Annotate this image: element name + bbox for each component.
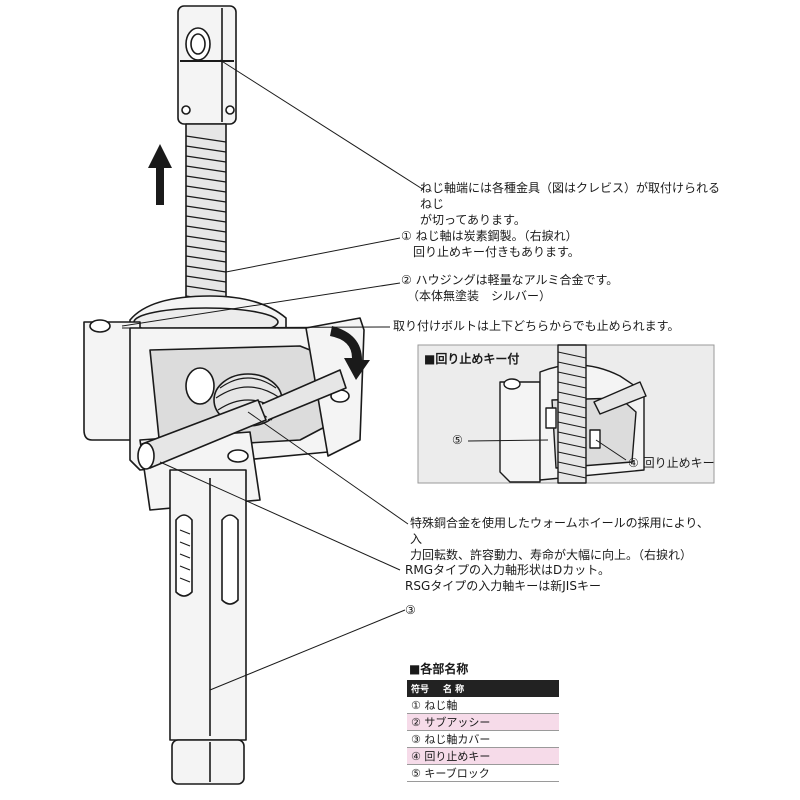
- cover-callout: ③: [405, 603, 416, 617]
- table-row: ④ 回り止めキー: [407, 747, 559, 765]
- screw-jack-assembly: [83, 5, 370, 785]
- inset-title: ■回り止めキー付: [424, 352, 520, 366]
- part-name: ① ねじ軸: [407, 697, 559, 714]
- part-name: ④ 回り止めキー: [407, 747, 559, 765]
- lift-arrow: [148, 144, 172, 205]
- input-shaft: [137, 369, 347, 470]
- part-name: ⑤ キーブロック: [407, 764, 559, 782]
- parts-table-title: ■各部名称: [409, 662, 469, 676]
- parts-table: 符号 名 称 ① ねじ軸 ② サブアッシー ③ ねじ軸カバー ④ 回り止めキー …: [407, 680, 559, 782]
- leader-lines: [121, 59, 425, 691]
- table-row: ② サブアッシー: [407, 713, 559, 731]
- header-symbol: 符号: [407, 680, 441, 697]
- mounting-bolt-note: 取り付けボルトは上下どちらからでも止められます。: [393, 319, 680, 333]
- key-inset-detail: [417, 344, 715, 484]
- table-row: ⑤ キーブロック: [407, 764, 559, 782]
- part-name: ② サブアッシー: [407, 713, 559, 731]
- header-name: 名 称: [441, 680, 559, 697]
- screw-cover-tube: [169, 469, 247, 785]
- input-shaft-note: RMGタイプの入力軸形状はDカット。 RSGタイプの入力軸キーは新JISキー: [405, 563, 610, 593]
- inset-key-block-label: ⑤: [452, 433, 463, 447]
- housing-note: ② ハウジングは軽量なアルミ合金です。 （本体無塗装 シルバー）: [401, 273, 619, 303]
- screw-shaft: [185, 123, 227, 325]
- inset-key-label: ④ 回り止めキー: [628, 456, 715, 470]
- clevis-fitting: [177, 5, 237, 125]
- worm-wheel-note: 特殊銅合金を使用したウォームホイールの採用により、入 力回転数、許容動力、寿命が…: [410, 516, 709, 562]
- part-name: ③ ねじ軸カバー: [407, 730, 559, 748]
- parts-table-header: 符号 名 称: [407, 680, 559, 697]
- screw-shaft-note: ① ねじ軸は炭素鋼製。（右捩れ） 回り止めキー付きもあります。: [401, 229, 580, 259]
- table-row: ① ねじ軸: [407, 697, 559, 714]
- rotation-arrow: [330, 326, 370, 380]
- table-row: ③ ねじ軸カバー: [407, 730, 559, 748]
- clevis-note: ねじ軸端には各種金具（図はクレビス）が取付けられるねじ が切ってあります。: [420, 181, 721, 227]
